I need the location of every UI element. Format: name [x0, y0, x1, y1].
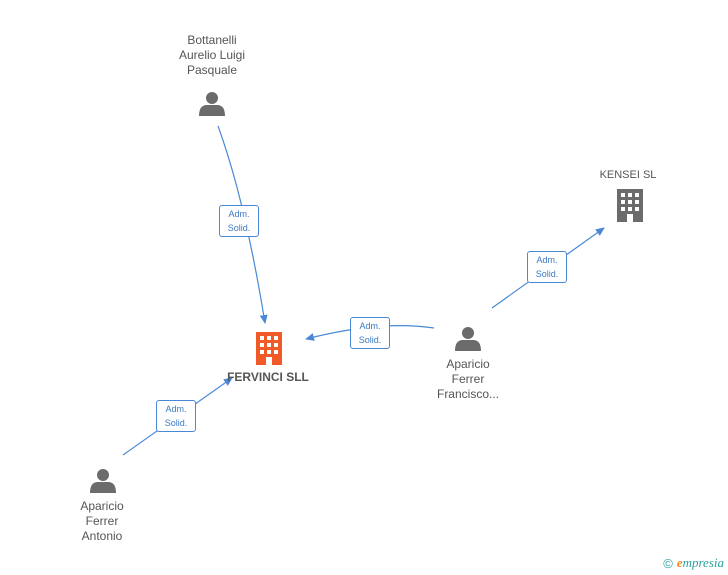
- edge-label-francisco-kensei[interactable]: Adm. Solid.: [527, 251, 567, 283]
- name-line: Pasquale: [186, 63, 238, 77]
- edge-label-line: Adm.: [165, 404, 187, 414]
- brand-initial: e: [676, 555, 683, 570]
- copyright-symbol: ©: [663, 555, 673, 571]
- edge-label-bottanelli-fervinci[interactable]: Adm. Solid.: [219, 205, 259, 237]
- edge-label-line: Adm.: [359, 321, 381, 331]
- name-line: Aurelio Luigi: [178, 48, 246, 62]
- building-icon[interactable]: [617, 189, 643, 222]
- edge-label-line: Adm.: [536, 255, 558, 265]
- person-icon[interactable]: [455, 327, 481, 351]
- brand-footer: © empresia: [663, 555, 724, 571]
- name-line: Antonio: [81, 529, 123, 543]
- name-line: Bottanelli: [187, 33, 237, 47]
- edge-label-line: Solid.: [164, 418, 188, 428]
- name-line: Aparicio: [80, 499, 124, 513]
- node-label-bottanelli[interactable]: Bottanelli Aurelio Luigi Pasquale: [160, 33, 264, 78]
- node-label-kensei[interactable]: KENSEI SL: [599, 169, 657, 181]
- brand-logo[interactable]: empresia: [677, 555, 724, 571]
- node-label-antonio[interactable]: Aparicio Ferrer Antonio: [60, 499, 144, 544]
- brand-name: mpresia: [682, 555, 724, 570]
- name-line: Ferrer: [85, 514, 119, 528]
- edge-label-line: Solid.: [227, 223, 251, 233]
- name-line: Aparicio: [446, 357, 490, 371]
- person-icon[interactable]: [90, 469, 116, 493]
- edge-label-line: Adm.: [228, 209, 250, 219]
- name-line: Francisco...: [436, 387, 499, 401]
- name-line: Ferrer: [451, 372, 485, 386]
- edge-label-line: Solid.: [358, 335, 382, 345]
- node-label-francisco[interactable]: Aparicio Ferrer Francisco...: [420, 357, 516, 402]
- node-label-fervinci[interactable]: FERVINCI SLL: [227, 370, 309, 384]
- building-icon[interactable]: [256, 332, 282, 365]
- edge-label-line: Solid.: [535, 269, 559, 279]
- person-icon[interactable]: [199, 92, 225, 116]
- edge-label-francisco-fervinci[interactable]: Adm. Solid.: [350, 317, 390, 349]
- edge-label-antonio-fervinci[interactable]: Adm. Solid.: [156, 400, 196, 432]
